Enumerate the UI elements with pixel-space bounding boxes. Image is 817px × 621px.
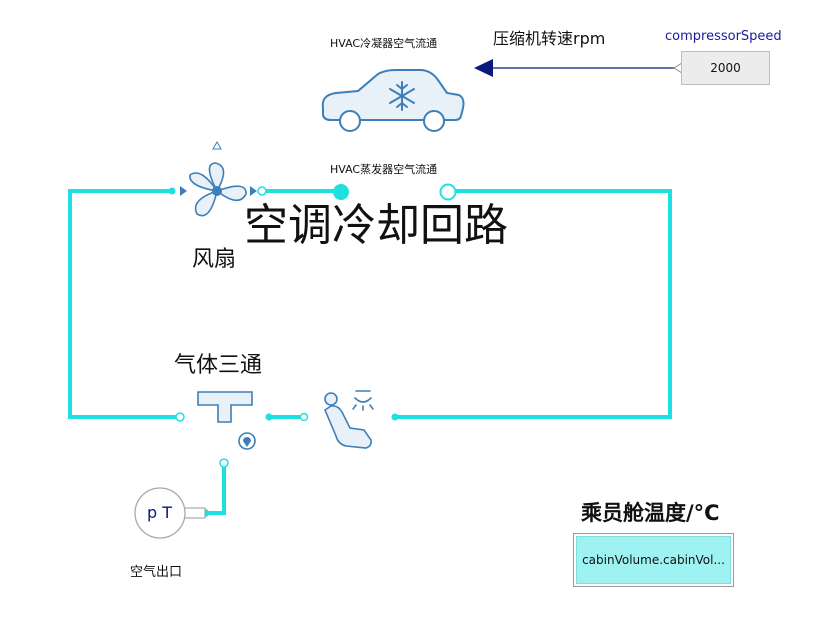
fan-label: 风扇 xyxy=(192,247,237,272)
pipe-connectors xyxy=(168,183,457,517)
condenser-airflow-label: HVAC冷凝器空气流通 xyxy=(330,37,438,50)
pressure-temperature-sensor-icon[interactable] xyxy=(134,487,206,539)
pipe-left-top xyxy=(68,189,180,419)
air-outlet-label: 空气出口 xyxy=(130,565,183,580)
compressor-speed-value-box[interactable]: 2000 xyxy=(681,51,770,85)
seat-icon[interactable] xyxy=(324,390,374,449)
connector-tee-bottom xyxy=(219,458,229,468)
car-icon[interactable] xyxy=(321,69,465,132)
tee-icon[interactable] xyxy=(197,391,256,450)
cooling-loop-pipes xyxy=(68,189,672,515)
cabin-temperature-value: cabinVolume.cabinVol... xyxy=(576,536,731,584)
connector-fan-in xyxy=(168,187,176,195)
connector-evaporator-in xyxy=(333,184,349,200)
connector-tee-left xyxy=(175,412,185,422)
snowflake-icon xyxy=(389,81,415,111)
connector-evaporator-out xyxy=(439,183,457,201)
tee-label: 气体三通 xyxy=(174,353,263,378)
connector-cabin-out xyxy=(391,413,399,421)
pt-sensor-label: p T xyxy=(147,503,173,522)
evaporator-airflow-label: HVAC蒸发器空气流通 xyxy=(330,163,438,176)
cabin-temperature-label: 乘员舱温度/°C xyxy=(581,501,720,525)
compressor-speed-signal xyxy=(474,59,683,77)
connector-tee-right xyxy=(265,413,273,421)
fan-icon[interactable] xyxy=(180,140,257,217)
connector-fan-out xyxy=(257,186,267,196)
connector-cabin-in xyxy=(299,412,309,422)
compressor-speed-label: compressorSpeed xyxy=(665,29,782,44)
fan-input-port xyxy=(212,140,222,150)
signal-arrow-head xyxy=(474,59,493,77)
pipe-right-loop xyxy=(395,189,672,419)
compressor-rpm-label: 压缩机转速rpm xyxy=(493,29,606,48)
diagram-title: 空调冷却回路 xyxy=(244,200,508,251)
pipe-tee-to-outlet xyxy=(205,463,226,515)
cabin-temperature-display[interactable]: cabinVolume.cabinVol... xyxy=(573,533,734,587)
